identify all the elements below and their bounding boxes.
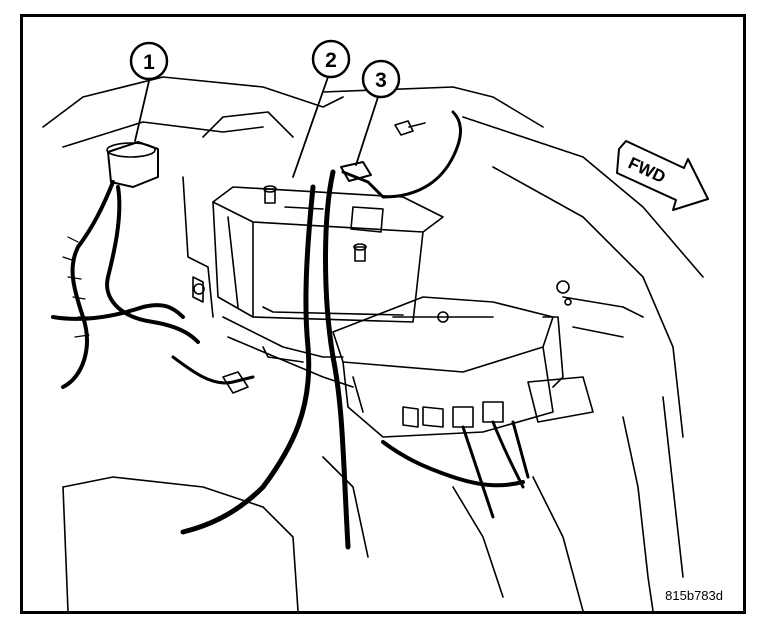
power-distribution-center xyxy=(332,296,594,438)
fwd-arrow-icon xyxy=(616,140,709,211)
figure-code: 815b783d xyxy=(665,588,723,603)
wiring-harness-left xyxy=(51,180,200,389)
callout-1-label: 1 xyxy=(143,51,155,74)
battery-cables xyxy=(171,110,530,550)
callout-1: 1 xyxy=(129,41,169,81)
engine-bay-illustration: 1 2 3 FWD xyxy=(42,39,709,611)
bolt xyxy=(394,120,426,136)
callout-2: 2 xyxy=(311,39,351,79)
callout-3: 3 xyxy=(361,59,401,99)
body-panels xyxy=(42,76,704,611)
harness-grommet xyxy=(106,141,159,188)
callout-3-label: 3 xyxy=(375,69,387,92)
callout-2-label: 2 xyxy=(325,49,337,72)
callout-leaders xyxy=(134,76,379,178)
diagram-frame: 1 2 3 FWD 815b783d xyxy=(20,14,746,614)
